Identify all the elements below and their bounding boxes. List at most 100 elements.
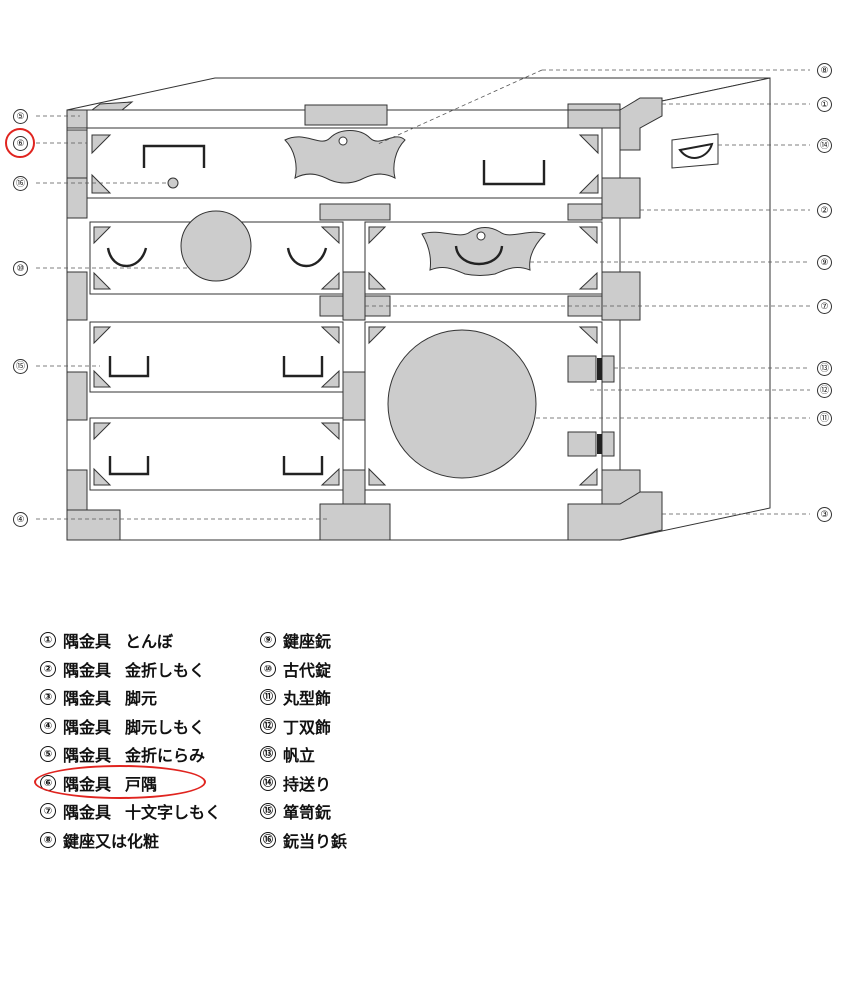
cabinet-side [619, 77, 771, 541]
left-drawer-4 [89, 417, 344, 491]
center-fitting-cross-v [342, 271, 366, 321]
left-fitting-4 [66, 371, 88, 421]
key-plate-lock [421, 227, 546, 276]
drawer-corner [320, 226, 340, 245]
callout-4: ④ [13, 512, 28, 527]
drawer-corner [320, 271, 340, 290]
drawer-corner [93, 326, 112, 345]
drawer-corner [93, 271, 112, 290]
drawer-corner [578, 226, 598, 245]
foot-fitting-left [66, 509, 121, 541]
drawer-corner [368, 226, 387, 245]
left-fitting-2 [66, 177, 88, 219]
right-fitting-1 [601, 177, 641, 219]
drawer-corner [93, 467, 112, 486]
round-ornament-small [180, 210, 252, 282]
corner-fitting-top-center [304, 104, 388, 126]
door-hinge-top-a [567, 355, 597, 383]
corner-fitting-tombo-top [619, 97, 663, 151]
drawer-corner [578, 271, 598, 290]
callout-8: ⑧ [817, 63, 832, 78]
right-drawer-2 [364, 221, 603, 295]
drawer-corner [320, 326, 340, 345]
drawer-corner [368, 271, 387, 290]
key-hole [476, 231, 486, 241]
left-drawer-3 [89, 321, 344, 393]
callout-11: ⑪ [817, 411, 832, 426]
callout-15: ⑮ [13, 359, 28, 374]
drawer-corner [93, 422, 112, 441]
drawer-corner [320, 422, 340, 441]
callout-10: ⑩ [13, 261, 28, 276]
door-corner [578, 467, 598, 486]
drawer-corner [93, 226, 112, 245]
right-fitting-2 [567, 203, 603, 221]
callout-5: ⑤ [13, 109, 28, 124]
callout-9: ⑨ [817, 255, 832, 270]
door-hinge-pin [597, 358, 602, 380]
callout-1: ① [817, 97, 832, 112]
drawer-handle [282, 356, 324, 378]
tansu-diagram [36, 69, 810, 541]
drawer-corner [93, 369, 112, 388]
drawer-corner [91, 173, 112, 194]
door-hinge-pin [597, 434, 602, 454]
foot-fitting-center [319, 503, 391, 541]
door-corner [578, 326, 598, 345]
corner-fitting-top-left [66, 101, 134, 129]
carry-handle [678, 142, 714, 159]
callout-13: ⑬ [817, 361, 832, 376]
callout-12: ⑫ [817, 383, 832, 398]
drawer-handle [108, 356, 150, 378]
callout-7: ⑦ [817, 299, 832, 314]
corner-fitting-tombo [567, 103, 621, 111]
handle-rivet [167, 177, 179, 189]
corner-fitting-right-top [567, 109, 621, 129]
callout-16: ⑯ [13, 176, 28, 191]
center-fitting-3 [342, 371, 366, 421]
callout-2: ② [817, 203, 832, 218]
drawer-corner [91, 134, 112, 155]
drawer-corner [578, 134, 599, 155]
drawer-handle [106, 247, 148, 267]
drawer-handle [282, 456, 324, 476]
key-hole [338, 136, 348, 146]
left-fitting-1 [66, 129, 88, 179]
round-ornament-large [387, 329, 537, 479]
highlight-ring-callout [5, 128, 35, 158]
drawer-corner [320, 467, 340, 486]
foot-fitting-right [567, 491, 663, 541]
right-fitting-3 [601, 271, 641, 321]
key-plate-top [284, 130, 406, 184]
drawer-handle [454, 245, 504, 266]
drawer-handle [286, 247, 328, 267]
door-hinge-top-b [601, 355, 615, 383]
drawer-handle [142, 144, 206, 168]
callout-14: ⑭ [817, 138, 832, 153]
drawer-corner [320, 369, 340, 388]
door-corner [368, 467, 387, 486]
highlight-ring-legend [34, 765, 206, 799]
door-corner [368, 326, 387, 345]
callout-3: ③ [817, 507, 832, 522]
left-fitting-5 [66, 469, 88, 511]
left-fitting-3 [66, 271, 88, 321]
drawer-handle [482, 160, 546, 186]
door-hinge-bottom-a [567, 431, 597, 457]
